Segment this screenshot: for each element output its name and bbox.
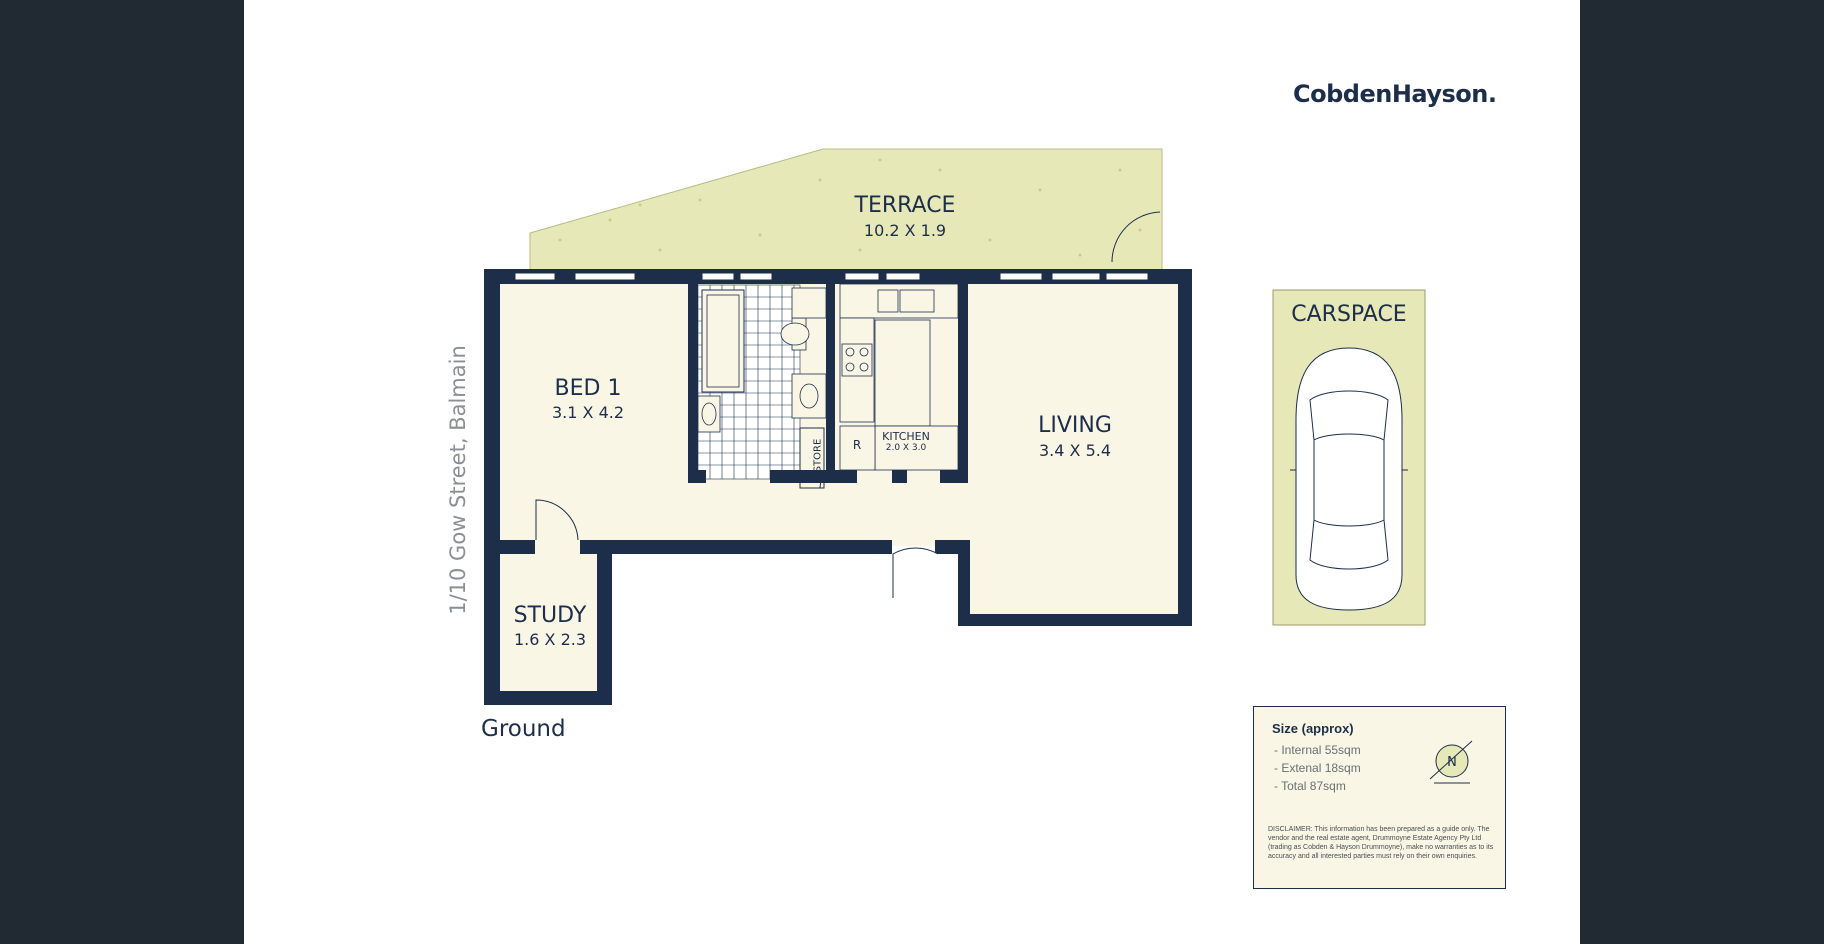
floor-main [492,278,1187,546]
study-label: STUDY [513,603,587,628]
brand-logo: CobdenHayson. [1293,80,1497,108]
car-outline [1290,347,1408,611]
disclaimer-text: DISCLAIMER: This information has been pr… [1268,826,1494,860]
kitchen-sink-right [899,289,935,313]
size-info-box: Size (approx) - Internal 55sqm - Extenal… [1253,706,1506,889]
toilet-bowl [780,322,810,346]
level-label: Ground [481,716,566,742]
kitchen-bench-side [839,317,875,423]
entry-door-swing [892,547,939,598]
terrace-door-swing [1111,211,1161,263]
size-external: - Extenal 18sqm [1274,761,1361,775]
laundry-vanity [791,373,827,419]
cooktop [841,343,873,377]
living-size: 3.4 X 5.4 [1038,441,1112,460]
walls [484,269,1192,705]
size-total: - Total 87sqm [1274,779,1346,793]
compass-n-label: N [1447,755,1457,770]
floor-study [492,546,604,696]
size-title: Size (approx) [1272,721,1354,736]
kitchen-size: 2.0 X 3.0 [885,443,927,453]
kitchen-bench-top [839,283,959,319]
terrace-area [529,148,1163,271]
laundry-basin [799,383,819,409]
study-door-swing [535,499,579,541]
north-compass-icon: N [1429,740,1473,784]
kitchen-bench-bottom [874,425,959,471]
terrace-label: TERRACE [854,193,956,218]
bed1-label: BED 1 [554,376,622,401]
kitchen-label: KITCHEN [882,430,930,443]
kitchen-island [874,319,931,427]
size-internal: - Internal 55sqm [1274,743,1361,757]
bathtub [701,289,745,393]
store-label: STORE [812,438,824,473]
bathtub-inner [706,294,740,388]
floor-living-lower [968,540,1187,618]
bed1-size: 3.1 X 4.2 [551,403,625,422]
living-label: LIVING [1038,413,1112,438]
kitchen-sink-left [877,289,899,313]
terrace-size: 10.2 X 1.9 [863,221,947,240]
fridge-space [839,425,876,471]
shelf-box [791,287,827,319]
fridge-label: R [852,438,862,452]
study-size: 1.6 X 2.3 [513,630,587,649]
store-door [804,469,823,489]
carspace-label: CARSPACE [1291,302,1407,327]
basin-bath [701,402,717,426]
terrace-texture [558,158,1142,257]
address-label: 1/10 Gow Street, Balmain [446,345,470,615]
windows [514,272,1149,281]
vanity-bath [697,395,721,433]
